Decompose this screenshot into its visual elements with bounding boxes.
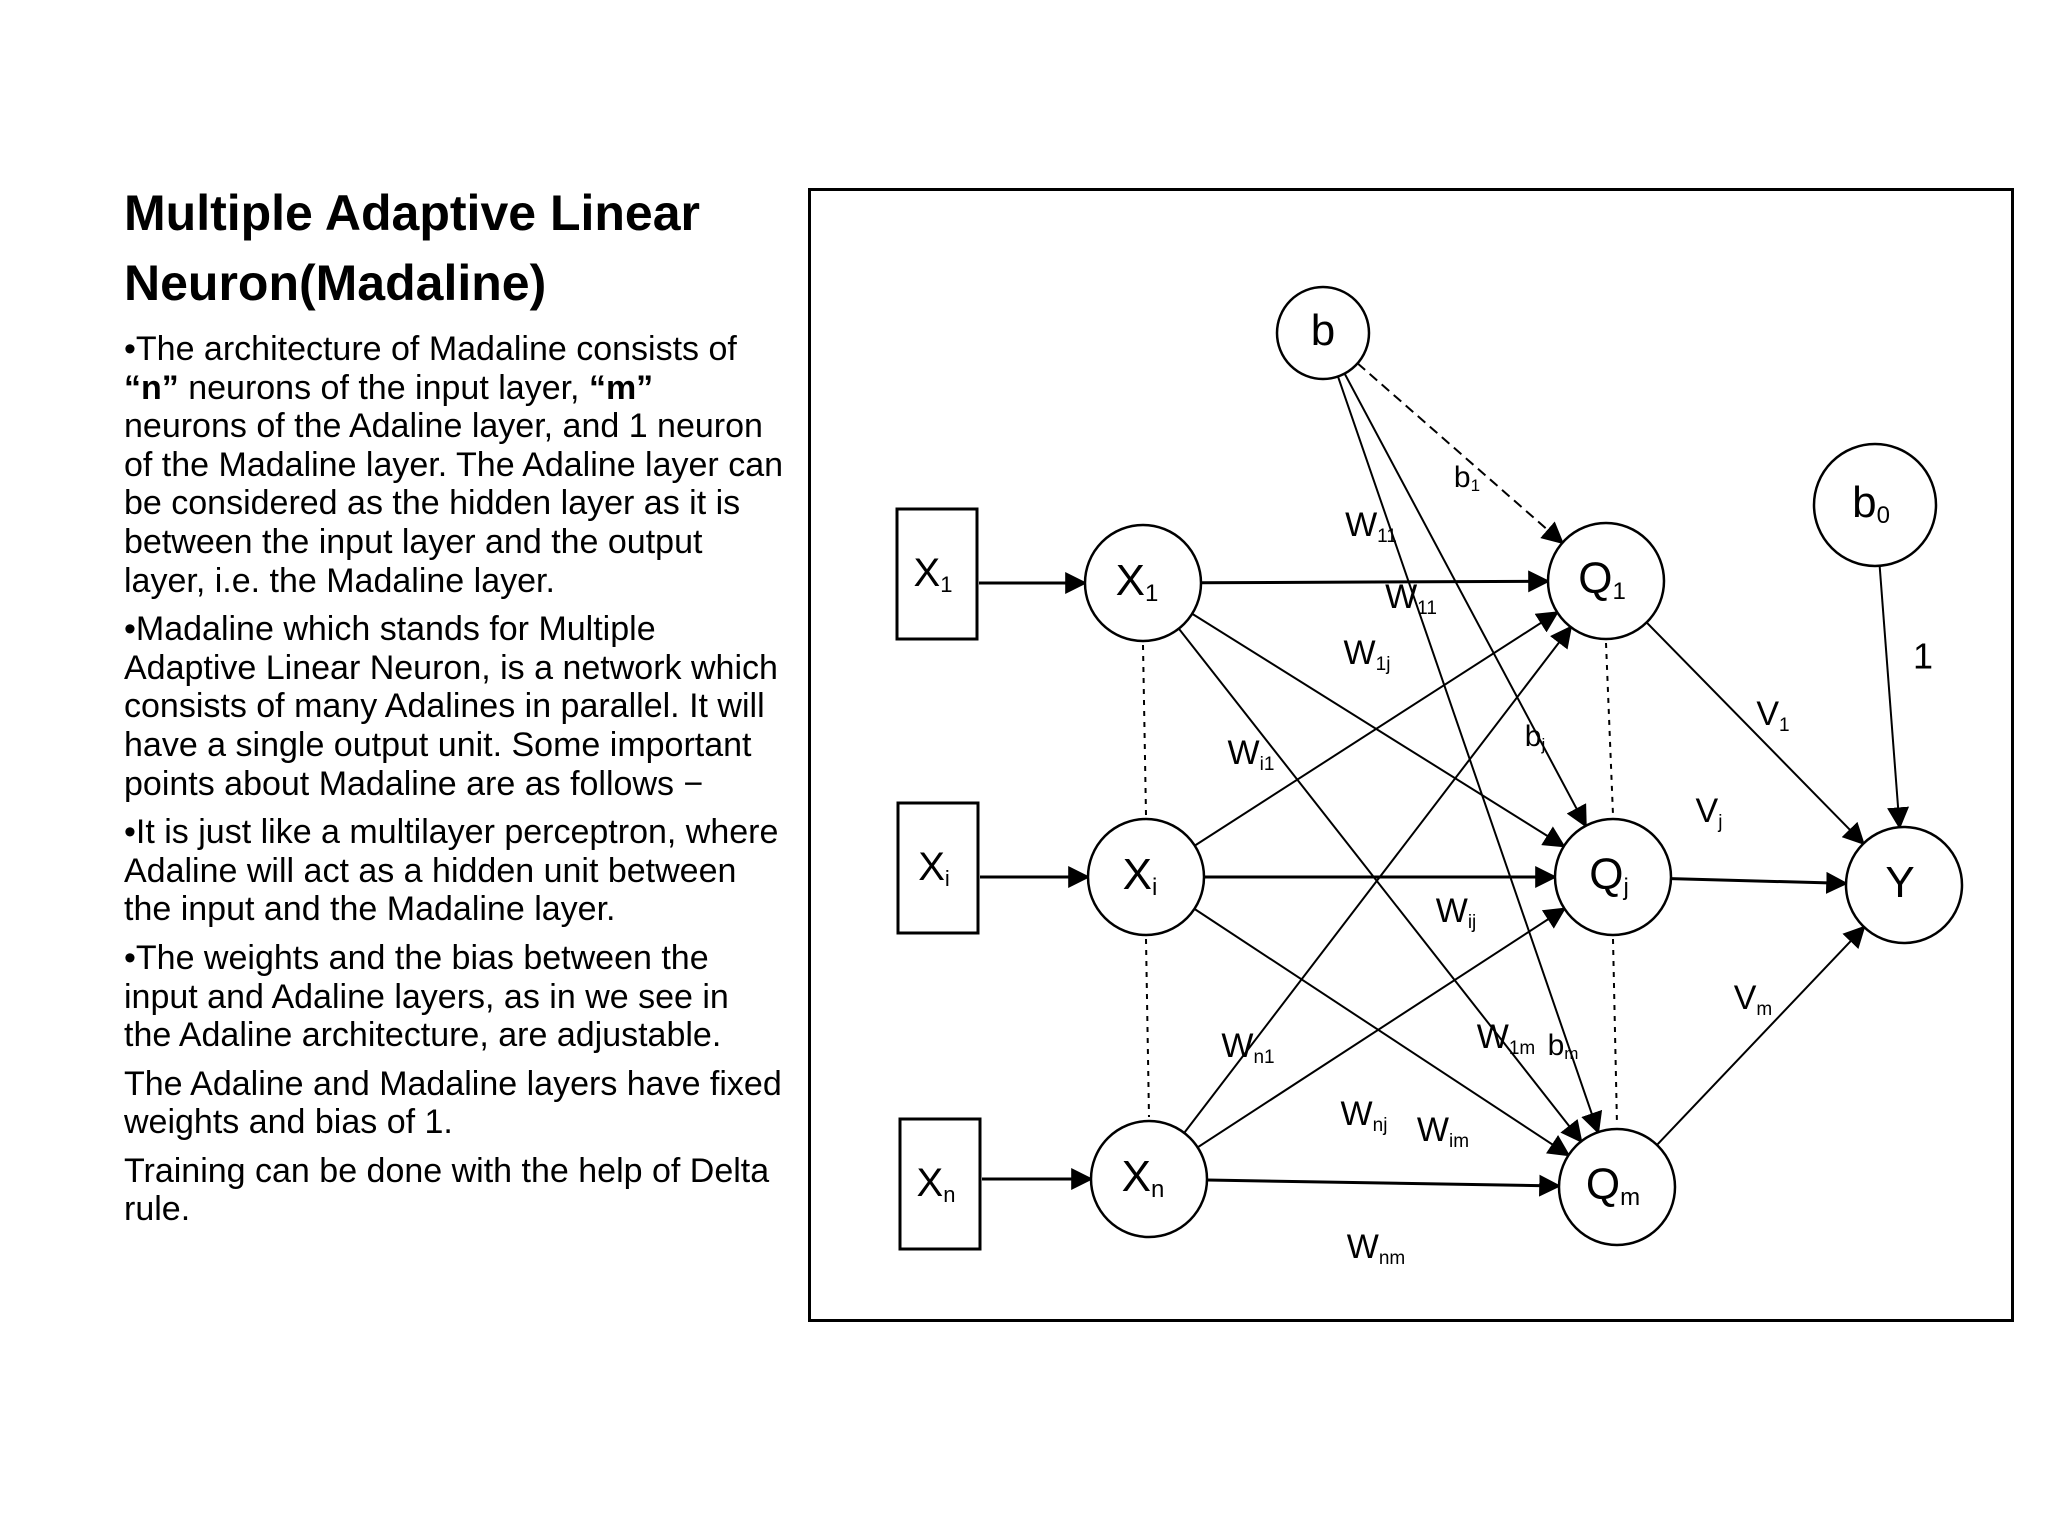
weight-edge-Xi-Q1 <box>1194 611 1560 847</box>
input-box-label: X1 <box>914 551 953 597</box>
paragraph-run: The Adaline and Madaline layers have fix… <box>124 1064 782 1142</box>
title-line-2: Neuron(Madaline) <box>124 255 547 311</box>
weight-edge-Xn-Qj <box>1197 907 1567 1149</box>
output-bias-weight-label: 1 <box>1913 636 1933 677</box>
output-weight-label-vj: Vj <box>1696 792 1723 833</box>
bias-node <box>1275 285 1371 381</box>
paragraph-run: neurons of the Adaline layer, and 1 neur… <box>124 407 784 600</box>
output-node <box>1844 825 1964 945</box>
paragraph-run: •It is just like a multilayer perceptron… <box>124 813 779 929</box>
weight-label-w11: W11 <box>1345 506 1397 547</box>
input-box-xi <box>896 801 980 935</box>
output-weight-edge-Qj <box>1670 871 1849 894</box>
weight-edge-X1-Q1 <box>1200 570 1551 593</box>
weight-edge-X1-Qm <box>1178 628 1583 1144</box>
input-unit-X1 <box>1083 523 1203 643</box>
bias-label-b1: b1 <box>1454 461 1480 496</box>
slide-body-text: •The architecture of Madaline consists o… <box>124 330 784 1239</box>
adaline-unit-Qj <box>1553 817 1673 937</box>
body-paragraph-2: •Madaline which stands for Multiple Adap… <box>124 610 784 803</box>
input-box-label: Xi <box>918 845 950 891</box>
weight-edge-Xn-Q1 <box>1183 625 1573 1134</box>
body-paragraph-6: Training can be done with the help of De… <box>124 1152 784 1229</box>
bias-node-label: b <box>1311 306 1335 355</box>
adaline-unit-Q1 <box>1546 521 1666 641</box>
input-box-x1 <box>895 507 979 641</box>
input-unit-label: X1 <box>1116 556 1159 608</box>
body-paragraph-5: The Adaline and Madaline layers have fix… <box>124 1065 784 1142</box>
paragraph-run: •The weights and the bias between the in… <box>124 938 729 1055</box>
output-node-label: Y <box>1885 858 1914 907</box>
weight-edge-Xi-Qm <box>1193 908 1571 1157</box>
input-unit-label: Xi <box>1123 850 1158 902</box>
layer-dotted-connector <box>1145 938 1150 1118</box>
weight-label-wnj: Wnj <box>1341 1095 1388 1136</box>
weight-label-wi1: Wi1 <box>1228 734 1275 775</box>
input-unit-label: Xn <box>1122 1152 1165 1204</box>
adaline-unit-label: Qj <box>1589 850 1629 902</box>
weight-label-wij: Wij <box>1436 892 1477 933</box>
paragraph-run: Training can be done with the help of De… <box>124 1151 770 1229</box>
adaline-unit-label: Q1 <box>1578 554 1626 606</box>
layer-dotted-connector <box>1605 642 1614 816</box>
bias-edge-Qj <box>1343 373 1587 828</box>
bias-label-bj: bj <box>1525 720 1545 755</box>
adaline-unit-Qm <box>1557 1127 1677 1247</box>
paragraph-run: •Madaline which stands for Multiple Adap… <box>124 610 778 803</box>
output-bias-node <box>1812 442 1938 568</box>
title-line-1: Multiple Adaptive Linear <box>124 185 701 241</box>
weight-edge-Xn-Qm <box>1206 1174 1562 1197</box>
body-paragraph-1: •The architecture of Madaline consists o… <box>124 330 784 600</box>
body-paragraph-3: •It is just like a multilayer perceptron… <box>124 813 784 929</box>
paragraph-run: “n” <box>124 368 179 407</box>
layer-dotted-connector <box>1142 644 1147 816</box>
bias-edge-Q1 <box>1356 362 1565 545</box>
output-weight-label-vm: Vm <box>1734 979 1773 1020</box>
input-box-xn <box>898 1117 982 1251</box>
weight-label-w1j: W1j <box>1344 634 1391 675</box>
output-weight-label-v1: V1 <box>1756 695 1789 736</box>
output-bias-edge <box>1878 565 1910 830</box>
layer-dotted-connector <box>1612 938 1618 1126</box>
slide-title: Multiple Adaptive Linear Neuron(Madaline… <box>124 178 764 318</box>
bias-edge-Qm <box>1337 376 1603 1135</box>
paragraph-run: neurons of the input layer, <box>178 368 589 407</box>
weight-label-w11b: W11 <box>1385 578 1437 619</box>
bias-label-bm: bm <box>1548 1029 1579 1064</box>
paragraph-run: “m” <box>588 368 654 407</box>
weight-label-wim: Wim <box>1417 1111 1469 1152</box>
weight-edge-X1-Qj <box>1191 612 1566 848</box>
adaline-unit-label: Qm <box>1586 1160 1640 1212</box>
output-bias-node-label: b0 <box>1852 478 1890 530</box>
weight-label-wn1: Wn1 <box>1221 1027 1274 1068</box>
input-unit-Xn <box>1089 1119 1209 1239</box>
output-weight-edge-Qm <box>1656 925 1866 1146</box>
body-paragraph-4: •The weights and the bias between the in… <box>124 939 784 1055</box>
input-unit-Xi <box>1086 817 1206 937</box>
output-weight-edge-Q1 <box>1645 621 1865 846</box>
input-box-label: Xn <box>917 1161 956 1207</box>
paragraph-run: •The architecture of Madaline consists o… <box>124 330 737 368</box>
weight-label-wnm: Wnm <box>1347 1228 1406 1269</box>
weight-label-w1m: W1m <box>1477 1018 1536 1059</box>
